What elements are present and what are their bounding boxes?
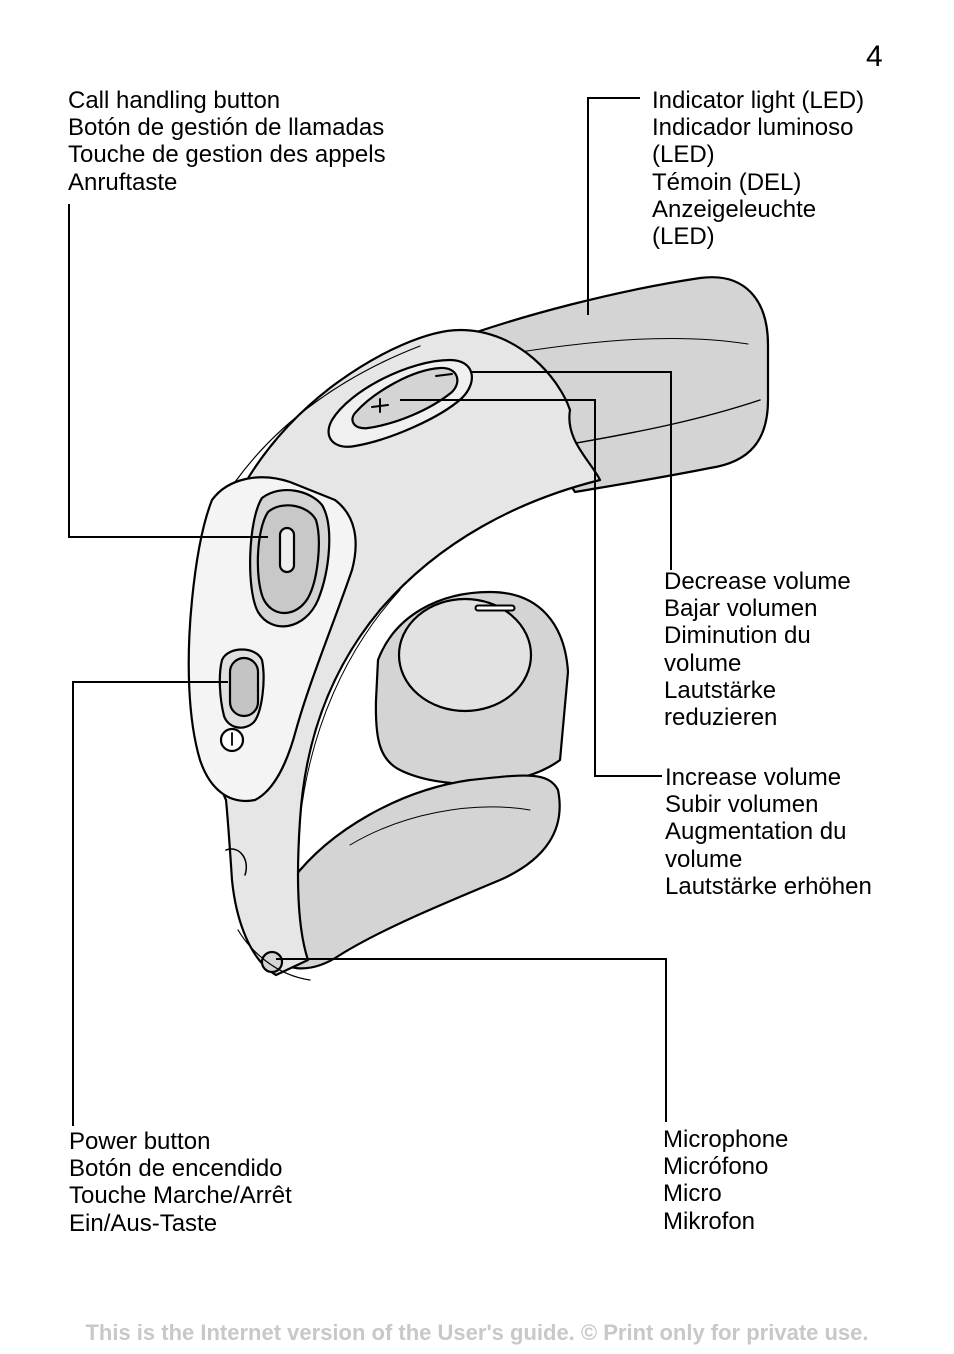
callout-line: Subir volumen [665,791,819,819]
microphone-port [260,950,284,974]
callout-line: Anruftaste [68,168,178,196]
callout-line: Indicator light (LED) [652,87,865,114]
minus-icon [435,373,453,377]
page-number: 4 [866,40,883,73]
callout-line: Mikrofon [663,1207,756,1235]
leader-microphone [276,958,667,1122]
volume-rocker [351,366,459,430]
callout-call-handling-button: Call handling button Botón de gestión de… [68,87,386,196]
callout-increase-volume: Increase volume Subir volumen Augmentati… [665,764,872,900]
callout-line: Increase volume [665,764,842,791]
leader-increase-volume [400,399,662,777]
callout-line: Bajar volumen [664,595,818,623]
callout-power-button: Power button Botón de encendido Touche M… [69,1128,292,1237]
callout-line: Microphone [663,1126,789,1153]
leader-decrease-volume [470,371,672,570]
callout-line: Touche Marche/Arrêt [69,1182,292,1210]
callout-line: (LED) [652,141,715,169]
callout-line: Indicador luminoso [652,114,854,142]
callout-line: Lautstärke erhöhen [665,872,872,900]
callout-microphone: Microphone Micrófono Micro Mikrofon [663,1126,788,1235]
callout-line: Botón de encendido [69,1155,283,1183]
callout-line: Touche de gestion des appels [68,141,386,169]
callout-line: (LED) [652,223,715,251]
callout-line: Augmentation du [665,818,847,846]
callout-line: Micro [663,1180,722,1208]
callout-line: Ein/Aus-Taste [69,1209,218,1237]
callout-line: Anzeigeleuchte [652,195,817,223]
leader-power-button [72,681,228,1126]
callout-line: volume [665,845,743,873]
rear-casing [438,276,770,494]
callout-line: Decrease volume [664,568,851,595]
callout-line: Micrófono [663,1153,769,1181]
callout-line: Call handling button [68,87,281,114]
leader-call-button [68,204,268,538]
footer-notice: This is the Internet version of the User… [85,1320,869,1345]
plus-icon [371,398,389,413]
earpiece-top [397,597,533,713]
callout-line: volume [664,649,742,677]
callout-line: Diminution du [664,622,811,650]
callout-line: Power button [69,1128,211,1155]
callout-line: Botón de gestión de llamadas [68,114,385,142]
leader-indicator-light [587,97,640,315]
callout-decrease-volume: Decrease volume Bajar volumen Diminution… [664,568,851,731]
callout-indicator-light: Indicator light (LED) Indicador luminoso… [652,87,864,250]
callout-line: reduzieren [664,704,778,732]
callout-line: Témoin (DEL) [652,168,802,196]
lower-boom [266,774,561,970]
callout-line: Lautstärke [664,676,777,704]
